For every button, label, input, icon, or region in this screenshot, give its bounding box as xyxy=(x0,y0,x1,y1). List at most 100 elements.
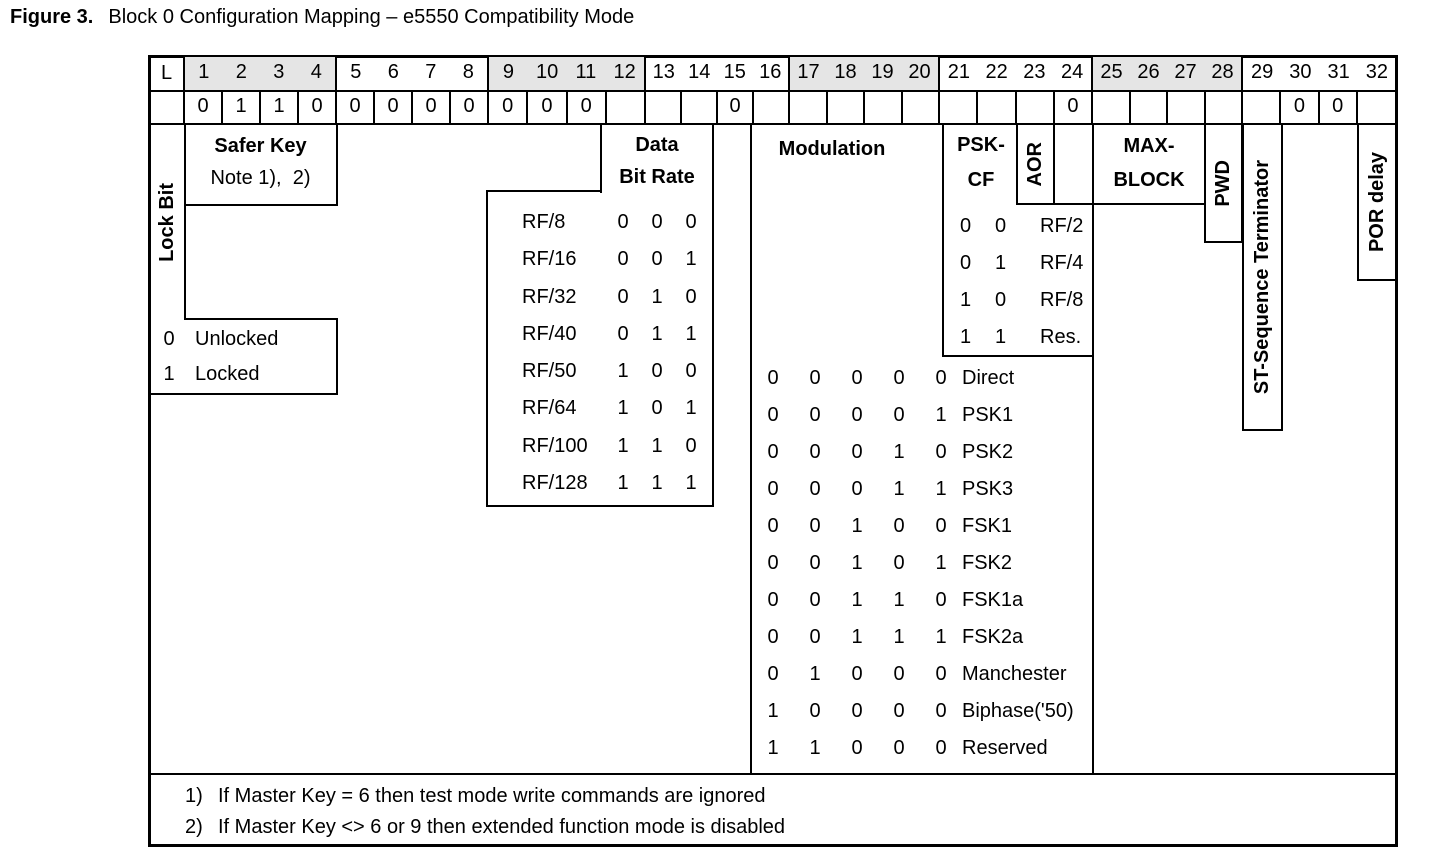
bit-number: 22 xyxy=(985,61,1008,83)
lock-legend-value: 0 xyxy=(163,328,175,350)
bit-value-cell: 0 xyxy=(1281,92,1320,123)
bit-value-cell: 0 xyxy=(1055,92,1093,123)
bitrate-bit: 1 xyxy=(617,397,629,420)
bitrate-row-label: RF/16 xyxy=(522,248,577,271)
psk-cf-row-label: RF/4 xyxy=(1040,252,1084,274)
bitrate-bit: 0 xyxy=(685,285,697,308)
lock-legend-meaning: Unlocked xyxy=(195,328,279,350)
modulation-row-label: Reserved xyxy=(962,737,1048,759)
bit-number: 17 xyxy=(797,61,820,83)
por-delay-label: POR delay xyxy=(1366,151,1388,253)
bit-number: 10 xyxy=(536,61,559,83)
modulation-bit: 0 xyxy=(935,700,947,722)
modulation-bit: 0 xyxy=(893,737,905,759)
aor-label: AOR xyxy=(1024,141,1046,187)
modulation-row-label: Manchester xyxy=(962,663,1067,685)
lock-legend-row: 0 Unlocked xyxy=(150,322,336,357)
bit-value-cell: 0 xyxy=(1320,92,1358,123)
modulation-bit: 1 xyxy=(893,441,905,463)
psk-cf-bit: 1 xyxy=(959,289,972,311)
psk-cf-left-line xyxy=(942,125,944,357)
modulation-bit: 0 xyxy=(851,441,863,463)
psk-cf-header: PSK- CF xyxy=(944,128,1018,198)
psk-cf-bottom-line xyxy=(942,355,1094,357)
bitrate-bit: 1 xyxy=(651,285,663,308)
modulation-bit: 0 xyxy=(809,367,821,389)
modulation-left-line xyxy=(750,125,752,775)
bitrate-bit: 0 xyxy=(651,248,663,271)
bit-number: 23 xyxy=(1023,61,1046,83)
bit-value-cell xyxy=(682,92,718,123)
modulation-bit: 1 xyxy=(851,589,863,611)
psk-cf-row-label: RF/8 xyxy=(1040,289,1084,311)
bit-number: 19 xyxy=(871,61,894,83)
bit-value-cell: 1 xyxy=(223,92,261,123)
bitrate-bit: 1 xyxy=(685,248,697,271)
st-sequence-terminator-label: ST-Sequence Terminator xyxy=(1251,159,1273,395)
bit-number: 12 xyxy=(613,61,636,83)
modulation-row-label: Biphase('50) xyxy=(962,700,1074,722)
modulation-bit: 1 xyxy=(935,404,947,426)
psk-cf-bit: 1 xyxy=(994,326,1007,348)
modulation-bit: 1 xyxy=(851,626,863,648)
psk-cf-title-line1: PSK- xyxy=(957,134,1005,156)
lock-legend-value: 1 xyxy=(163,363,175,385)
modulation-bit: 0 xyxy=(851,404,863,426)
modulation-bit: 0 xyxy=(767,515,779,537)
modulation-bit: 0 xyxy=(893,552,905,574)
bitrate-bit: 1 xyxy=(685,322,697,345)
bit-value-cell: 0 xyxy=(568,92,607,123)
modulation-bit: 0 xyxy=(851,478,863,500)
bit-value-cell xyxy=(865,92,903,123)
modulation-bit: 1 xyxy=(767,737,779,759)
modulation-bit: 0 xyxy=(935,441,947,463)
modulation-bit: 0 xyxy=(809,478,821,500)
bitrate-bit: 1 xyxy=(685,397,697,420)
bitrate-bit: 1 xyxy=(651,434,663,457)
modulation-bit: 0 xyxy=(809,515,821,537)
psk-cf-bit: 0 xyxy=(959,252,972,274)
bit-header-cell-lock: L xyxy=(150,57,185,90)
psk-cf-bit: 0 xyxy=(959,215,972,237)
modulation-bit: 0 xyxy=(851,663,863,685)
modulation-bit: 1 xyxy=(893,478,905,500)
bit-number: 24 xyxy=(1061,61,1084,83)
modulation-bit: 0 xyxy=(935,589,947,611)
modulation-bit: 0 xyxy=(809,441,821,463)
bitrate-row-label: RF/32 xyxy=(522,285,577,308)
bit-value-cell: 0 xyxy=(413,92,451,123)
modulation-bit: 0 xyxy=(893,700,905,722)
modulation-row-label: Direct xyxy=(962,367,1015,389)
bit-number: 26 xyxy=(1137,61,1160,83)
modulation-bit: 0 xyxy=(809,552,821,574)
modulation-row-label: PSK3 xyxy=(962,478,1014,500)
bitrate-bit: 0 xyxy=(651,397,663,420)
modulation-bit: 1 xyxy=(851,552,863,574)
modulation-bit: 0 xyxy=(935,663,947,685)
modulation-bit: 0 xyxy=(935,367,947,389)
modulation-bit: 0 xyxy=(893,663,905,685)
bit-number: 5 xyxy=(350,61,362,83)
note-row: 1)If Master Key = 6 then test mode write… xyxy=(185,781,1375,812)
